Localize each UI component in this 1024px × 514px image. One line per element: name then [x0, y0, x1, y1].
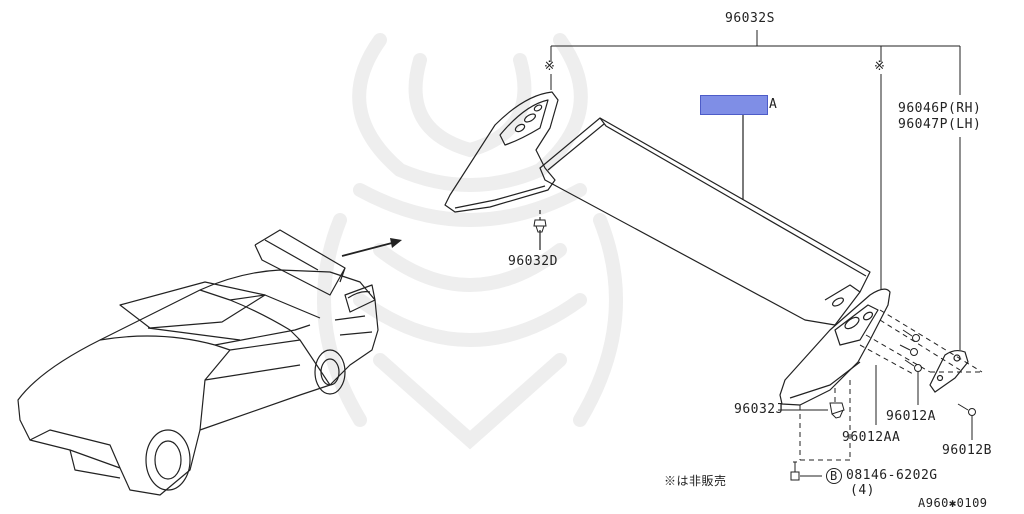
highlight-box[interactable] — [700, 95, 768, 115]
assembly-bracket — [550, 30, 961, 350]
label-96012aa[interactable]: 96012AA — [842, 430, 901, 445]
label-96047p[interactable]: 96047P(LH) — [898, 117, 982, 132]
right-end-plate — [779, 284, 891, 406]
car-illustration — [17, 229, 379, 496]
label-96032j[interactable]: 96032J — [734, 402, 784, 417]
mark-not-sold-left: ※ — [544, 59, 556, 74]
bolt-icon — [790, 461, 842, 484]
label-96012a[interactable]: 96012A — [886, 409, 936, 424]
side-bracket — [929, 349, 969, 393]
label-96032d[interactable]: 96032D — [508, 254, 558, 269]
clip-96032j-icon — [778, 402, 845, 419]
clip-96032d-icon — [533, 219, 547, 233]
direction-arrow — [341, 238, 402, 257]
label-96012b[interactable]: 96012B — [942, 443, 992, 458]
label-96032s[interactable]: 96032S — [725, 11, 775, 26]
spoiler-wing — [539, 115, 871, 326]
assembly-dashed-lines — [799, 309, 983, 461]
diagram-id: A960✱0109 — [918, 496, 988, 510]
screw-96012b-icon — [957, 403, 976, 440]
mark-not-sold-right: ※ — [874, 59, 886, 74]
label-bolt-code[interactable]: 08146-6202G — [846, 468, 938, 483]
label-callout-a[interactable]: A — [769, 97, 778, 112]
left-end-plate — [444, 91, 559, 250]
watermark-logo — [317, 33, 623, 450]
label-bolt-qty: (4) — [850, 483, 875, 498]
label-96046p[interactable]: 96046P(RH) — [898, 101, 982, 116]
bolt-circle-letter: B — [830, 469, 838, 483]
note-not-for-sale: ※は非販売 — [664, 474, 727, 488]
screw-96012a-icon — [899, 329, 922, 405]
